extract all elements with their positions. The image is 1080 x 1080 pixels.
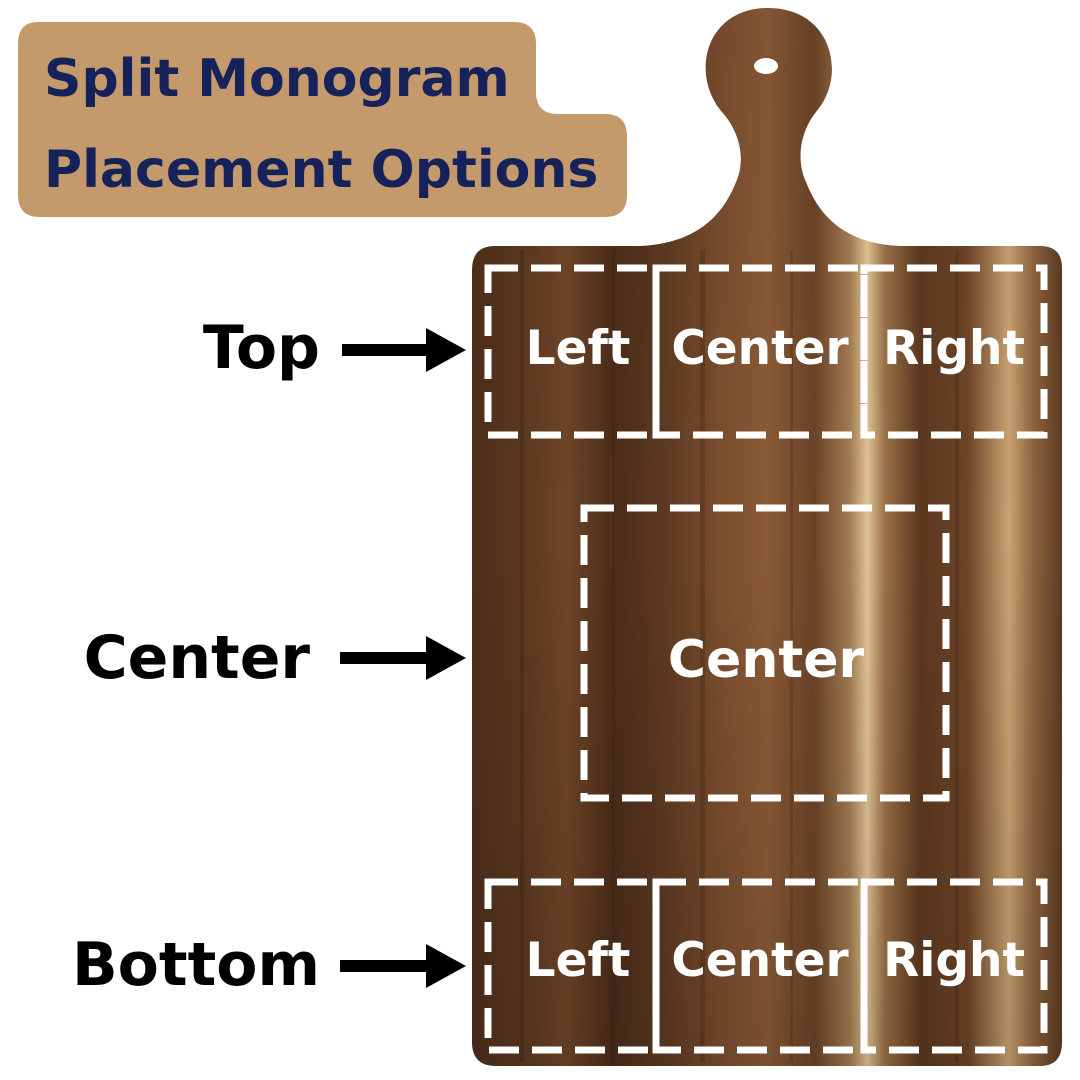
center-zone-group: Center: [580, 504, 950, 802]
bottom-left-label: Left: [526, 933, 631, 988]
bottom-center-zone[interactable]: [652, 878, 868, 1054]
row-center-indicator: Center: [84, 623, 466, 693]
bottom-right-zone[interactable]: [860, 878, 1048, 1054]
top-center-zone[interactable]: [652, 264, 868, 439]
title-badge: Split Monogram Placement Options: [18, 22, 627, 217]
bottom-left-zone[interactable]: [484, 878, 660, 1054]
row-label-top: Top: [203, 313, 320, 383]
top-center-label: Center: [671, 321, 849, 376]
bottom-right-label: Right: [883, 933, 1025, 988]
top-right-label: Right: [883, 321, 1025, 376]
title-line-2: Placement Options: [44, 140, 598, 200]
right-arrow-icon: [340, 636, 466, 680]
row-label-center: Center: [84, 623, 311, 693]
right-arrow-icon: [340, 944, 466, 988]
row-top-indicator: Top: [203, 313, 466, 383]
row-bottom-indicator: Bottom: [72, 930, 466, 1000]
title-badge-shape: [18, 22, 627, 217]
top-right-zone[interactable]: [860, 264, 1048, 439]
bottom-center-label: Center: [671, 933, 849, 988]
cutting-board: [472, 8, 1062, 1066]
row-label-bottom: Bottom: [72, 930, 320, 1000]
top-zone-row: Left Center Right: [484, 264, 1048, 439]
hanging-hole-icon: [754, 58, 778, 74]
wood-grain-streaks: [520, 250, 959, 1062]
right-arrow-icon: [342, 328, 466, 372]
top-left-label: Left: [526, 321, 631, 376]
middle-center-label: Center: [668, 630, 865, 690]
title-line-1: Split Monogram: [44, 49, 510, 109]
bottom-zone-row: Left Center Right: [484, 878, 1048, 1054]
middle-center-zone[interactable]: [580, 504, 950, 802]
top-left-zone[interactable]: [484, 264, 660, 439]
board-shading: [472, 8, 1062, 1066]
